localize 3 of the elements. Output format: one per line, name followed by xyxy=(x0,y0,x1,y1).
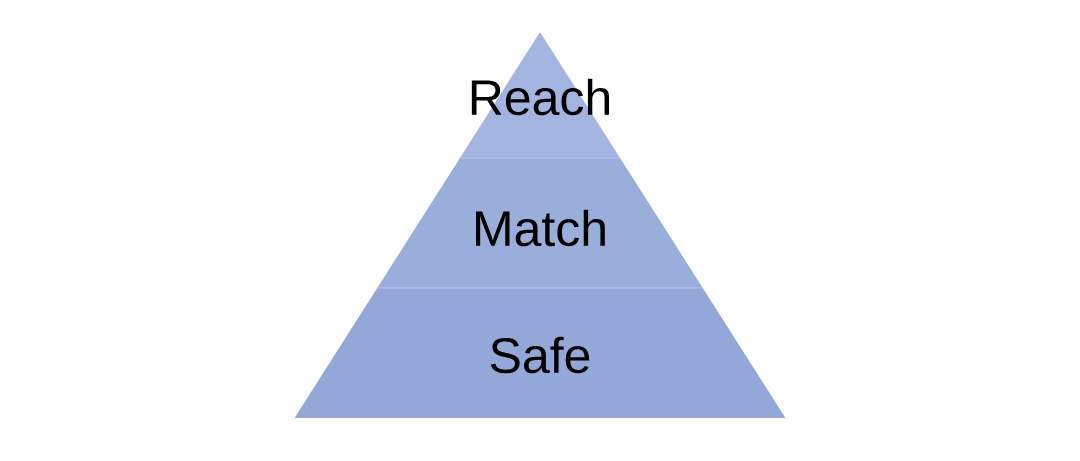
pyramid-tier: Reach xyxy=(459,32,621,158)
pyramid-tier: Safe xyxy=(294,288,786,418)
pyramid-tier: Match xyxy=(377,158,703,288)
